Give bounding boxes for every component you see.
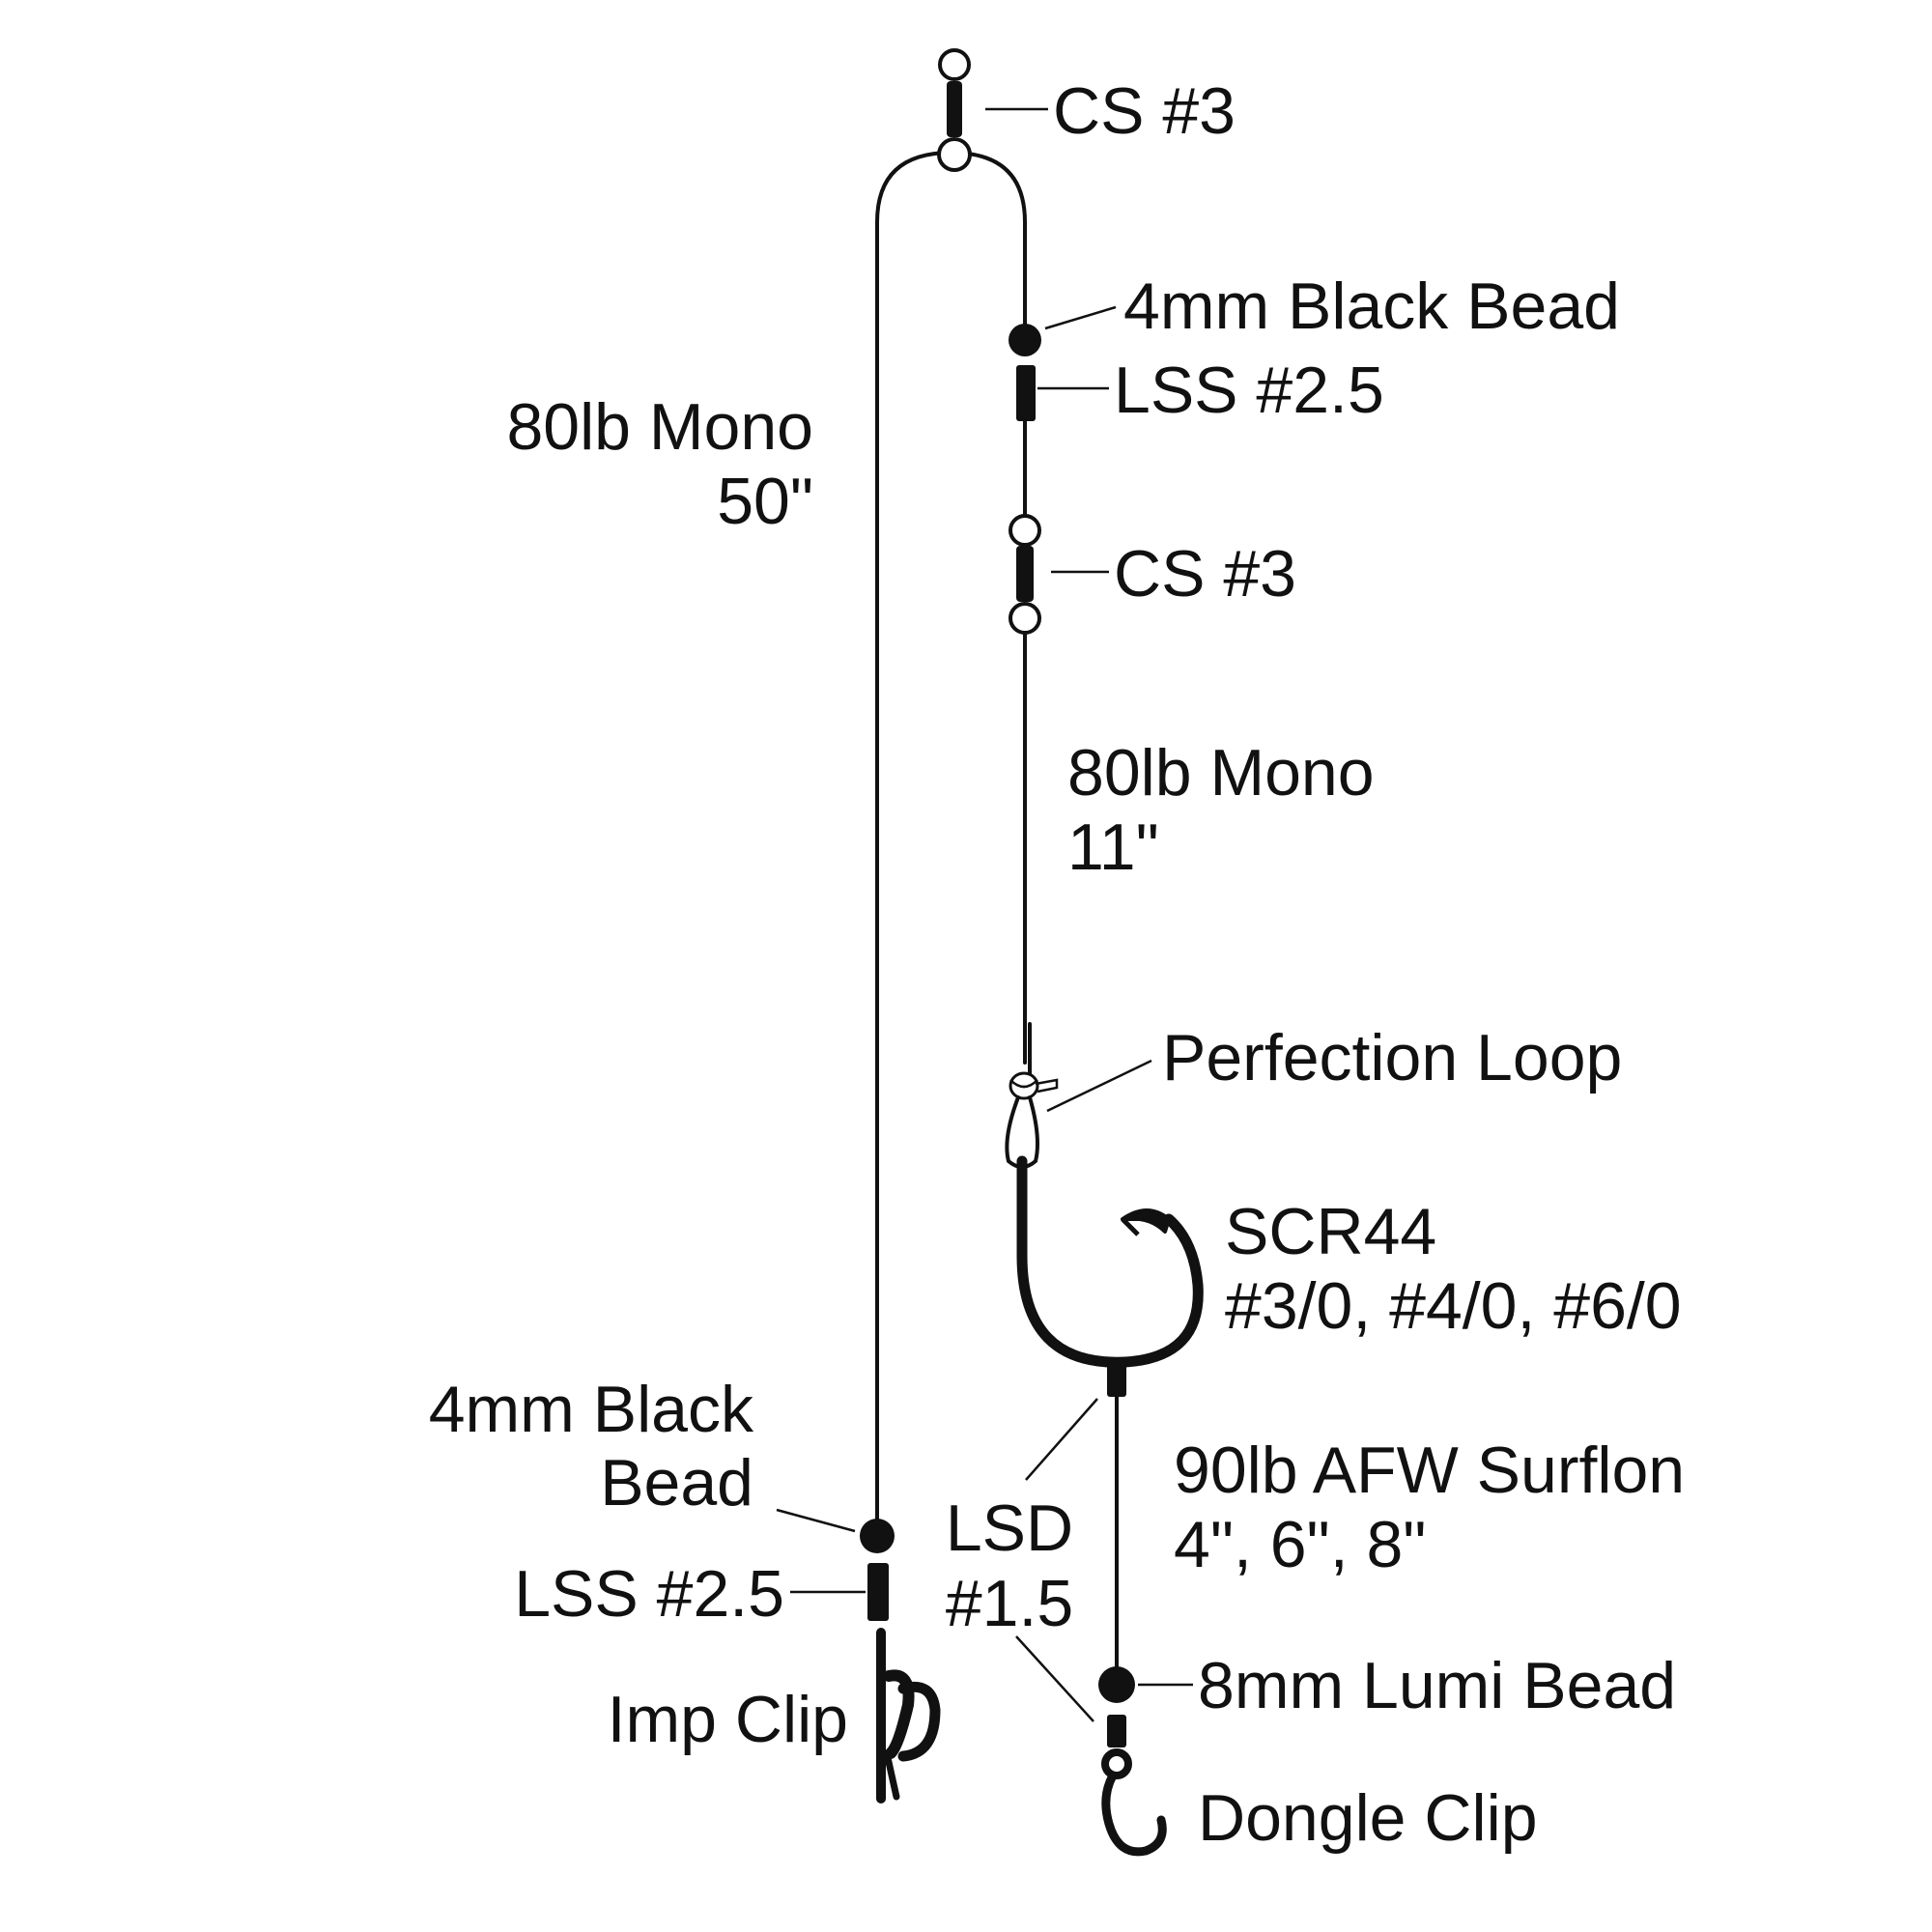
label-lumi-bead: 8mm Lumi Bead [1198,1649,1676,1722]
label-mid-swivel: CS #3 [1114,537,1296,611]
lsd-crimp-upper-icon [1107,1362,1126,1397]
circle-hook-icon [1016,1155,1204,1368]
leader-knot [1046,1059,1152,1113]
lower-sleeve-icon [867,1563,889,1621]
label-main-line-2: 50" [717,465,813,538]
label-knot: Perfection Loop [1162,1021,1622,1094]
label-imp-clip: Imp Clip [608,1683,848,1756]
lumi-bead-icon [1098,1666,1135,1703]
top-crane-swivel-icon [937,48,972,172]
label-lower-bead-1: 4mm Black [429,1373,754,1446]
label-lower-snood-1: 90lb AFW Surflon [1174,1434,1685,1507]
label-lsd-2: #1.5 [946,1567,1073,1640]
lsd-crimp-lower-icon [1107,1715,1126,1747]
label-snood-line-1: 80lb Mono [1067,736,1375,810]
upper-sleeve-icon [1016,365,1036,421]
upper-black-bead-icon [1009,324,1041,356]
leader-lower-bead [776,1508,856,1533]
label-lower-sleeve: LSS #2.5 [514,1557,784,1631]
leader-upper-bead [1044,305,1117,330]
leader-lsd-lower [1015,1635,1094,1722]
label-main-line-1: 80lb Mono [506,390,813,464]
label-snood-line-2: 11" [1067,810,1159,884]
dongle-clip-icon [1101,1748,1167,1857]
label-hook-1: SCR44 [1225,1195,1436,1268]
label-upper-sleeve: LSS #2.5 [1114,354,1384,427]
label-lower-snood-2: 4", 6", 8" [1174,1508,1426,1581]
perfection-loop-knot-icon [1005,1022,1059,1169]
label-dongle-clip: Dongle Clip [1198,1781,1538,1855]
label-hook-2: #3/0, #4/0, #6/0 [1225,1269,1682,1343]
lower-black-bead-icon [860,1519,895,1553]
label-upper-bead: 4mm Black Bead [1123,270,1620,343]
mid-crane-swivel-icon [1009,514,1041,635]
label-lsd-1: LSD [946,1492,1073,1565]
label-top-swivel: CS #3 [1053,74,1236,148]
label-lower-bead-2: Bead [600,1446,753,1520]
leader-lsd-upper [1025,1398,1098,1481]
imp-clip-icon [876,1628,941,1804]
main-line-80lb-mono [875,150,1027,1528]
